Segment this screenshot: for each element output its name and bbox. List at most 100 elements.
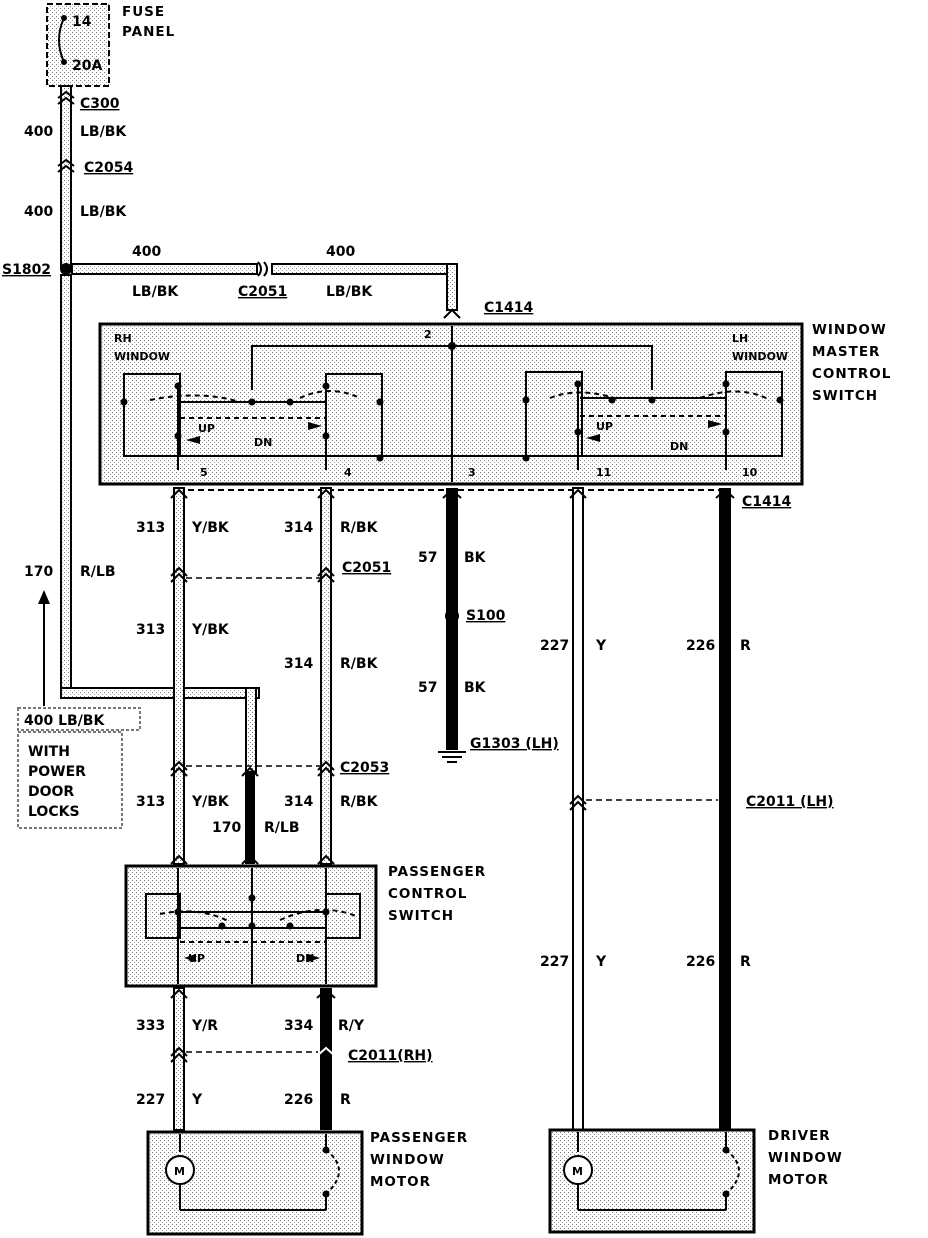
master-pin-5: 5 xyxy=(200,466,208,479)
connector-c1414-top: C1414 xyxy=(484,300,533,316)
master-pin-3: 3 xyxy=(468,466,476,479)
wire-314 xyxy=(317,487,335,865)
master-title-2: MASTER xyxy=(812,344,880,360)
wire-400-b-number: 400 xyxy=(24,204,53,220)
master-lh-label-1: LH xyxy=(732,332,748,345)
wire-400-h1-number: 400 xyxy=(132,244,161,260)
note-box: 400 LB/BK WITH POWER DOOR LOCKS xyxy=(17,707,141,829)
passenger-up-label: UP xyxy=(188,952,205,965)
master-up-label-rh: UP xyxy=(198,422,215,435)
wire-227-driver xyxy=(569,487,587,1131)
driver-motor-title-1: DRIVER xyxy=(768,1128,831,1144)
connector-c2051-top: C2051 xyxy=(238,284,287,300)
wire-314-b-color: R/BK xyxy=(340,656,379,672)
passenger-window-motor: M xyxy=(146,1130,364,1236)
passenger-motor-title-2: WINDOW xyxy=(370,1152,445,1168)
wire-170-left xyxy=(38,274,260,773)
driver-motor-title-2: WINDOW xyxy=(768,1150,843,1166)
master-dn-label-lh: DN xyxy=(670,440,688,453)
connector-c300: C300 xyxy=(80,96,120,112)
passenger-motor-m: M xyxy=(174,1165,185,1178)
fuse-panel-label-2: PANEL xyxy=(122,24,175,40)
master-title-4: SWITCH xyxy=(812,388,878,404)
master-pin-10: 10 xyxy=(742,466,758,479)
passenger-switch-title-3: SWITCH xyxy=(388,908,454,924)
driver-window-motor: M xyxy=(548,1128,756,1234)
wire-170-b-number: 170 xyxy=(212,820,241,836)
wire-333-number: 333 xyxy=(136,1018,165,1034)
passenger-switch-title-1: PASSENGER xyxy=(388,864,486,880)
master-title-1: WINDOW xyxy=(812,322,887,338)
wire-57-ground xyxy=(438,488,466,763)
wire-314-c-color: R/BK xyxy=(340,794,379,810)
passenger-switch-title-2: CONTROL xyxy=(388,886,467,902)
passenger-motor-title-1: PASSENGER xyxy=(370,1130,468,1146)
wire-400-a-color: LB/BK xyxy=(80,124,127,140)
connector-g1303: G1303 (LH) xyxy=(470,736,559,752)
wire-314-a-number: 314 xyxy=(284,520,313,536)
connector-c2053: C2053 xyxy=(340,760,389,776)
note-line-2: POWER xyxy=(28,764,86,780)
wire-313-a-number: 313 xyxy=(136,520,165,536)
note-line-4: LOCKS xyxy=(28,804,80,820)
note-line-3: DOOR xyxy=(28,784,74,800)
wire-313-c-color: Y/BK xyxy=(191,794,230,810)
wire-226-c-color: R xyxy=(340,1092,351,1108)
master-pin-2: 2 xyxy=(424,328,432,341)
wire-400-h1-color: LB/BK xyxy=(132,284,179,300)
wire-227-c-color: Y xyxy=(191,1092,203,1108)
master-lh-label-2: WINDOW xyxy=(732,350,788,363)
connector-c2011-lh: C2011 (LH) xyxy=(746,794,834,810)
wire-57-b-color: BK xyxy=(464,680,487,696)
wire-400-vertical xyxy=(57,85,75,269)
connector-s1802: S1802 xyxy=(2,262,51,278)
connector-s100: S100 xyxy=(466,608,506,624)
wire-334-number: 334 xyxy=(284,1018,313,1034)
wire-226-c-number: 226 xyxy=(284,1092,313,1108)
connector-c2051-mid: C2051 xyxy=(342,560,391,576)
wire-226-b-number: 226 xyxy=(686,954,715,970)
wire-314-b-number: 314 xyxy=(284,656,313,672)
splice-s1802 xyxy=(60,263,72,275)
fuse-rating: 20A xyxy=(72,58,102,74)
master-pin-11: 11 xyxy=(596,466,611,479)
wire-314-a-color: R/BK xyxy=(340,520,379,536)
wire-170-b-color: R/LB xyxy=(264,820,300,836)
wire-400-b-color: LB/BK xyxy=(80,204,127,220)
wire-334 xyxy=(316,988,336,1130)
wire-313-a-color: Y/BK xyxy=(191,520,230,536)
connector-c1414-right: C1414 xyxy=(742,494,791,510)
wire-227-a-number: 227 xyxy=(540,638,569,654)
connector-c2054: C2054 xyxy=(84,160,133,176)
wire-313-b-number: 313 xyxy=(136,622,165,638)
passenger-motor-title-3: MOTOR xyxy=(370,1174,431,1190)
wire-227-b-color: Y xyxy=(595,954,607,970)
wire-333-color: Y/R xyxy=(191,1018,218,1034)
master-dn-label-rh: DN xyxy=(254,436,272,449)
wire-170-number: 170 xyxy=(24,564,53,580)
splice-s100 xyxy=(445,609,459,623)
wire-333 xyxy=(170,987,188,1131)
wire-314-c-number: 314 xyxy=(284,794,313,810)
wire-313 xyxy=(170,487,188,865)
wire-227-b-number: 227 xyxy=(540,954,569,970)
wire-226-a-color: R xyxy=(740,638,751,654)
wire-170-color: R/LB xyxy=(80,564,116,580)
driver-motor-m: M xyxy=(572,1165,583,1178)
window-master-control-switch: RH WINDOW LH WINDOW UP DN UP DN 2 5 4 3 … xyxy=(98,322,804,486)
wire-226-a-number: 226 xyxy=(686,638,715,654)
connector-c2011-rh: C2011(RH) xyxy=(348,1048,433,1064)
passenger-dn-label: DN xyxy=(296,952,314,965)
fuse-panel: 14 20A FUSE PANEL xyxy=(46,3,175,87)
wire-170-passenger xyxy=(245,772,255,864)
wire-313-b-color: Y/BK xyxy=(191,622,230,638)
master-title-3: CONTROL xyxy=(812,366,891,382)
note-wire-label: 400 LB/BK xyxy=(24,713,105,729)
master-pin-4: 4 xyxy=(344,466,352,479)
passenger-control-switch: UP DN xyxy=(124,864,378,988)
wire-400-h2-color: LB/BK xyxy=(326,284,373,300)
fuse-number: 14 xyxy=(72,14,92,30)
driver-motor-title-3: MOTOR xyxy=(768,1172,829,1188)
wire-57-a-color: BK xyxy=(464,550,487,566)
